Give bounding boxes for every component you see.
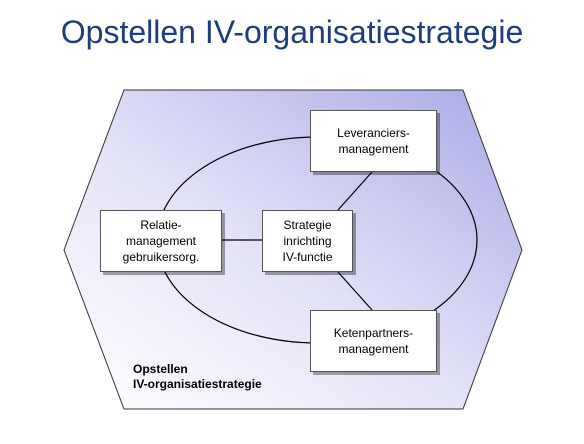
hexagon-label-line: Opstellen xyxy=(133,362,188,376)
page-title: Opstellen IV-organisatiestrategie xyxy=(60,14,524,50)
box-relatie-management: Relatie- management gebruikersorg. xyxy=(100,210,222,272)
box-label-line: inrichting xyxy=(283,234,332,248)
box-label-line: Relatie- xyxy=(140,218,182,232)
box-label-line: Strategie xyxy=(283,218,332,232)
box-label-line: management xyxy=(125,234,197,248)
box-leveranciers-management: Leveranciers- management xyxy=(310,110,437,172)
box-label-line: Leveranciers- xyxy=(337,126,410,140)
connector-strategie-ketenpartners xyxy=(337,271,373,311)
box-label-line: Ketenpartners- xyxy=(333,326,414,340)
box-label-line: IV-functie xyxy=(282,250,333,264)
hexagon-label-line: IV-organisatiestrategie xyxy=(133,377,262,391)
box-label-line: gebruikersorg. xyxy=(122,250,200,264)
box-label-line: management xyxy=(338,142,409,156)
connector-strategie-leveranciers xyxy=(337,171,373,211)
box-ketenpartners-management: Ketenpartners- management xyxy=(310,310,437,372)
box-strategie-inrichting: Strategie inrichting IV-functie xyxy=(262,210,353,272)
box-label-line: management xyxy=(338,342,409,356)
hexagon-label: Opstellen IV-organisatiestrategie xyxy=(133,362,262,392)
